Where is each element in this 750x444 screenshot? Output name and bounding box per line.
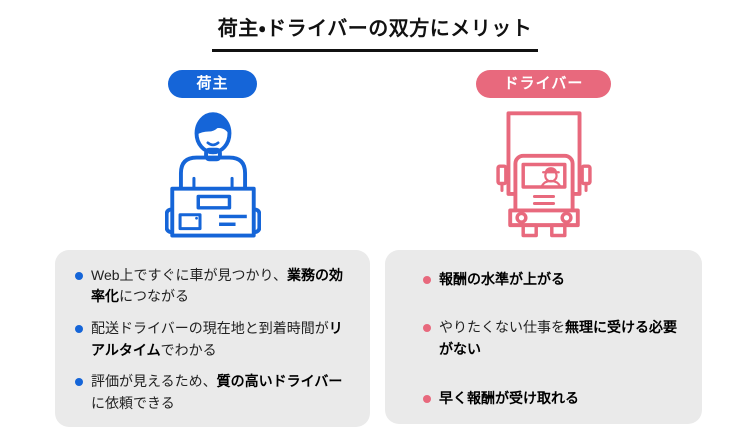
text-segment: 評価が見えるため、 — [91, 373, 217, 390]
text-segment: につながる — [119, 288, 189, 305]
text-segment: に依頼できる — [91, 394, 175, 411]
list-item-text: 評価が見えるため、質の高いドライバーに依頼できる — [91, 371, 354, 414]
shipper-benefits-list: Web上ですぐに車が見つかり、業務の効率化につながる 配送ドライバーの現在地と到… — [75, 265, 354, 415]
text-segment-bold: 業務の効率化 — [91, 266, 343, 305]
page-title-text: 荷主・ドライバーの双方にメリット — [211, 16, 539, 52]
list-item: 評価が見えるため、質の高いドライバーに依頼できる — [75, 371, 354, 414]
bullet-dot-icon — [423, 275, 431, 284]
shipper-column: 荷主 — [55, 70, 370, 427]
list-item-text: やりたくない仕事を無理に受ける必要がない — [439, 317, 686, 360]
list-item: Web上ですぐに車が見つかり、業務の効率化につながる — [75, 265, 354, 308]
text-segment-bold: 質の高いドライバー — [216, 373, 343, 390]
driver-benefits-box: 報酬の水準が上がる やりたくない仕事を無理に受ける必要がない 早く報酬が受け取れ… — [385, 249, 702, 424]
bullet-dot-icon — [423, 324, 431, 333]
text-segment: やりたくない仕事を — [439, 319, 565, 336]
text-segment-bold: 無理に受ける必要がない — [439, 319, 677, 357]
list-item-text: 早く報酬が受け取れる — [439, 388, 579, 410]
page-title: 荷主・ドライバーの双方にメリット — [0, 0, 750, 52]
list-item: 配送ドライバーの現在地と到着時間がリアルタイムでわかる — [75, 318, 354, 361]
list-item-text: 配送ドライバーの現在地と到着時間がリアルタイムでわかる — [91, 318, 354, 361]
person-with-package-icon — [164, 109, 261, 239]
text-segment: でわかる — [160, 341, 217, 358]
driver-icon-area — [495, 106, 592, 242]
list-item: 報酬の水準が上がる — [423, 269, 686, 291]
text-segment-bold: 早く報酬が受け取れる — [439, 389, 579, 406]
text-segment: Web上ですぐに車が見つかり、 — [91, 266, 287, 283]
text-segment-bold: リアルタイム — [91, 319, 343, 358]
driver-badge: ドライバー — [475, 70, 612, 98]
list-item-text: Web上ですぐに車が見つかり、業務の効率化につながる — [91, 265, 354, 308]
columns: 荷主 — [0, 70, 750, 427]
list-item: 早く報酬が受け取れる — [423, 388, 686, 410]
truck-icon — [495, 109, 592, 239]
text-segment: 配送ドライバーの現在地と到着時間が — [91, 319, 329, 336]
shipper-badge: 荷主 — [168, 70, 257, 98]
list-item: やりたくない仕事を無理に受ける必要がない — [423, 317, 686, 360]
bullet-dot-icon — [423, 394, 431, 403]
shipper-icon-area — [164, 106, 261, 242]
list-item-text: 報酬の水準が上がる — [439, 269, 565, 291]
driver-benefits-list: 報酬の水準が上がる やりたくない仕事を無理に受ける必要がない 早く報酬が受け取れ… — [423, 269, 686, 410]
shipper-benefits-box: Web上ですぐに車が見つかり、業務の効率化につながる 配送ドライバーの現在地と到… — [55, 249, 370, 427]
bullet-dot-icon — [75, 271, 83, 280]
driver-column: ドライバー — [385, 70, 702, 427]
text-segment-bold: 報酬の水準が上がる — [439, 270, 565, 287]
bullet-dot-icon — [75, 378, 83, 387]
bullet-dot-icon — [75, 324, 83, 333]
